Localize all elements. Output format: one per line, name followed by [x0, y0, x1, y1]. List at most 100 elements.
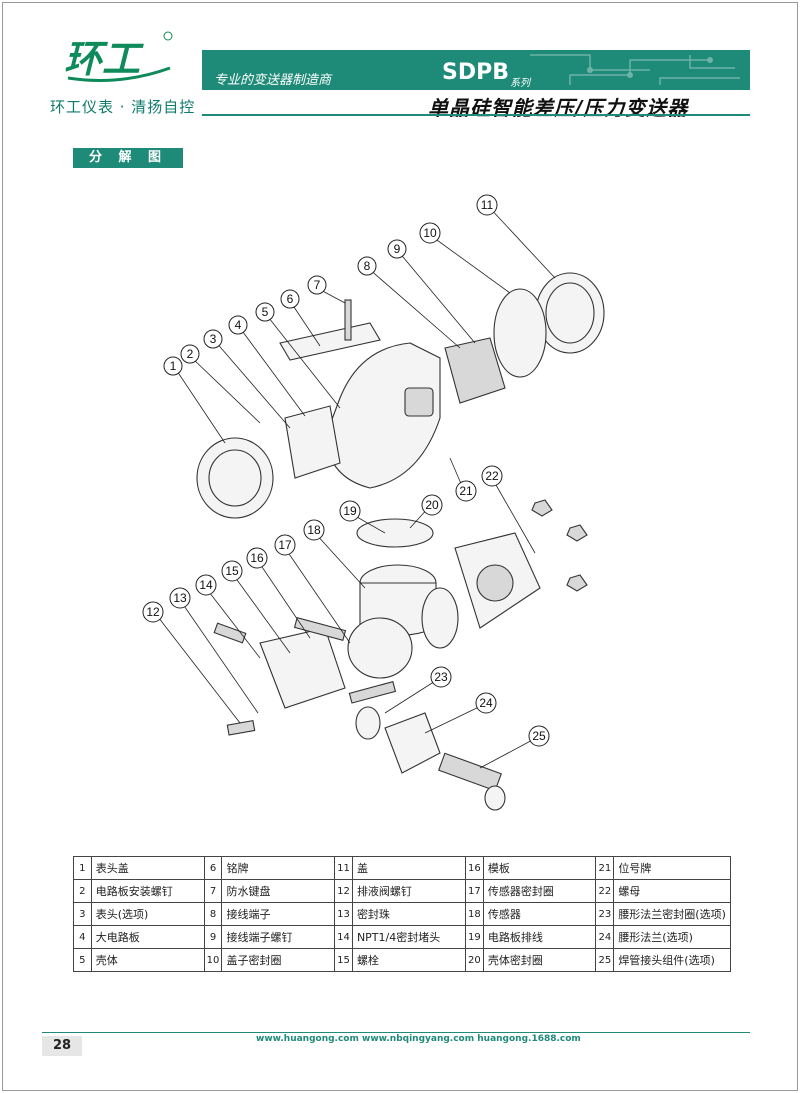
- callout-16: 16: [246, 547, 268, 569]
- oval-flange-seal-part: [355, 706, 381, 740]
- oval-flange-part: [384, 712, 441, 774]
- part-name: 密封珠: [351, 902, 466, 926]
- part-name: 腰形法兰密封圈(选项): [613, 902, 731, 926]
- svg-text:25: 25: [532, 729, 546, 743]
- svg-text:4: 4: [235, 318, 242, 332]
- callout-18: 18: [303, 519, 325, 541]
- sensor-seal-part: [421, 587, 459, 649]
- housing-port: [404, 387, 434, 417]
- part-number: 15: [334, 948, 353, 972]
- svg-text:16: 16: [250, 551, 264, 565]
- exploded-view-diagram: 1 2 3 4 5 6 7 8 9 10 11 12 13 14 15 16 1…: [142, 194, 605, 811]
- part-number: 5: [73, 948, 92, 972]
- cover-seal-part: [493, 288, 547, 378]
- svg-text:22: 22: [485, 469, 499, 483]
- part-number: 10: [203, 948, 223, 972]
- left-flange-part: [259, 627, 346, 709]
- callout-4: 4: [228, 315, 248, 335]
- callout-12: 12: [142, 601, 164, 623]
- part-name: 传感器密封圈: [482, 879, 597, 903]
- board-part: [284, 405, 341, 479]
- callout-7: 7: [307, 275, 327, 295]
- part-name: 焊管接头组件(选项): [613, 948, 731, 972]
- svg-text:8: 8: [364, 259, 371, 273]
- part-number: 3: [73, 902, 92, 926]
- svg-text:19: 19: [343, 504, 357, 518]
- part-number: 22: [595, 879, 615, 903]
- callout-6: 6: [280, 289, 300, 309]
- part-number: 4: [73, 925, 92, 949]
- part-number: 8: [203, 902, 223, 926]
- callout-2: 2: [180, 344, 200, 364]
- logo-text: 环工: [64, 36, 144, 81]
- header-rule: [202, 114, 750, 116]
- brand-line: 环工仪表 · 清扬自控: [50, 98, 196, 116]
- callout-14: 14: [195, 574, 217, 596]
- svg-text:14: 14: [199, 578, 213, 592]
- circuit-pattern-graphic: [530, 54, 740, 85]
- diagram-parts: [196, 272, 605, 811]
- svg-text:21: 21: [459, 484, 473, 498]
- terminal-block-part: [444, 337, 506, 404]
- part-name: 盖: [351, 856, 466, 880]
- part-name: 螺母: [613, 879, 731, 903]
- part-name: 接线端子螺钉: [221, 925, 336, 949]
- part-number: 11: [334, 856, 353, 880]
- callout-23: 23: [430, 666, 452, 688]
- weld-joint-part: [438, 752, 502, 792]
- svg-text:20: 20: [425, 498, 439, 512]
- part-number: 2: [73, 879, 92, 903]
- footer-links[interactable]: www.huangong.com www.nbqingyang.com huan…: [256, 1034, 581, 1044]
- callout-22: 22: [481, 465, 503, 487]
- housing-part: [324, 342, 441, 489]
- page-number: 28: [42, 1036, 82, 1056]
- section-title: 分 解 图: [73, 148, 183, 168]
- header-series: 系列: [510, 78, 530, 89]
- header-tagline: 专业的变送器制造商: [214, 73, 332, 88]
- part-name: 接线端子: [221, 902, 336, 926]
- part-name: NPT1/4密封堵头: [351, 925, 466, 949]
- part-name: 大电路板: [90, 925, 205, 949]
- svg-text:2: 2: [187, 347, 194, 361]
- part-name: 螺栓: [351, 948, 466, 972]
- svg-text:3: 3: [210, 332, 217, 346]
- part-number: 16: [464, 856, 484, 880]
- callout-20: 20: [421, 494, 443, 516]
- part-name: 传感器: [482, 902, 597, 926]
- callout-24: 24: [475, 692, 497, 714]
- svg-text:17: 17: [278, 538, 292, 552]
- keypad-screw-part: [344, 299, 352, 341]
- callout-11: 11: [476, 194, 498, 216]
- part-name: 排液阀螺钉: [351, 879, 466, 903]
- svg-text:13: 13: [173, 591, 187, 605]
- part-number: 19: [464, 925, 484, 949]
- nameplate-part: [279, 322, 381, 361]
- part-number: 18: [464, 902, 484, 926]
- part-name: 表头(选项): [90, 902, 205, 926]
- part-number: 9: [203, 925, 223, 949]
- part-name: 防水键盘: [221, 879, 336, 903]
- part-name: 壳体密封圈: [482, 948, 597, 972]
- callout-17: 17: [274, 534, 296, 556]
- svg-text:9: 9: [394, 242, 401, 256]
- part-name: 位号牌: [613, 856, 731, 880]
- svg-text:7: 7: [314, 278, 321, 292]
- part-number: 13: [334, 902, 353, 926]
- brand-logo: 环工: [64, 31, 173, 82]
- svg-text:12: 12: [146, 605, 160, 619]
- part-name: 腰形法兰(选项): [613, 925, 731, 949]
- part-number: 14: [334, 925, 353, 949]
- part-number: 20: [464, 948, 484, 972]
- part-number: 25: [595, 948, 615, 972]
- nut-part: [531, 499, 553, 517]
- callout-5: 5: [255, 302, 275, 322]
- part-number: 6: [203, 856, 223, 880]
- part-name: 壳体: [90, 948, 205, 972]
